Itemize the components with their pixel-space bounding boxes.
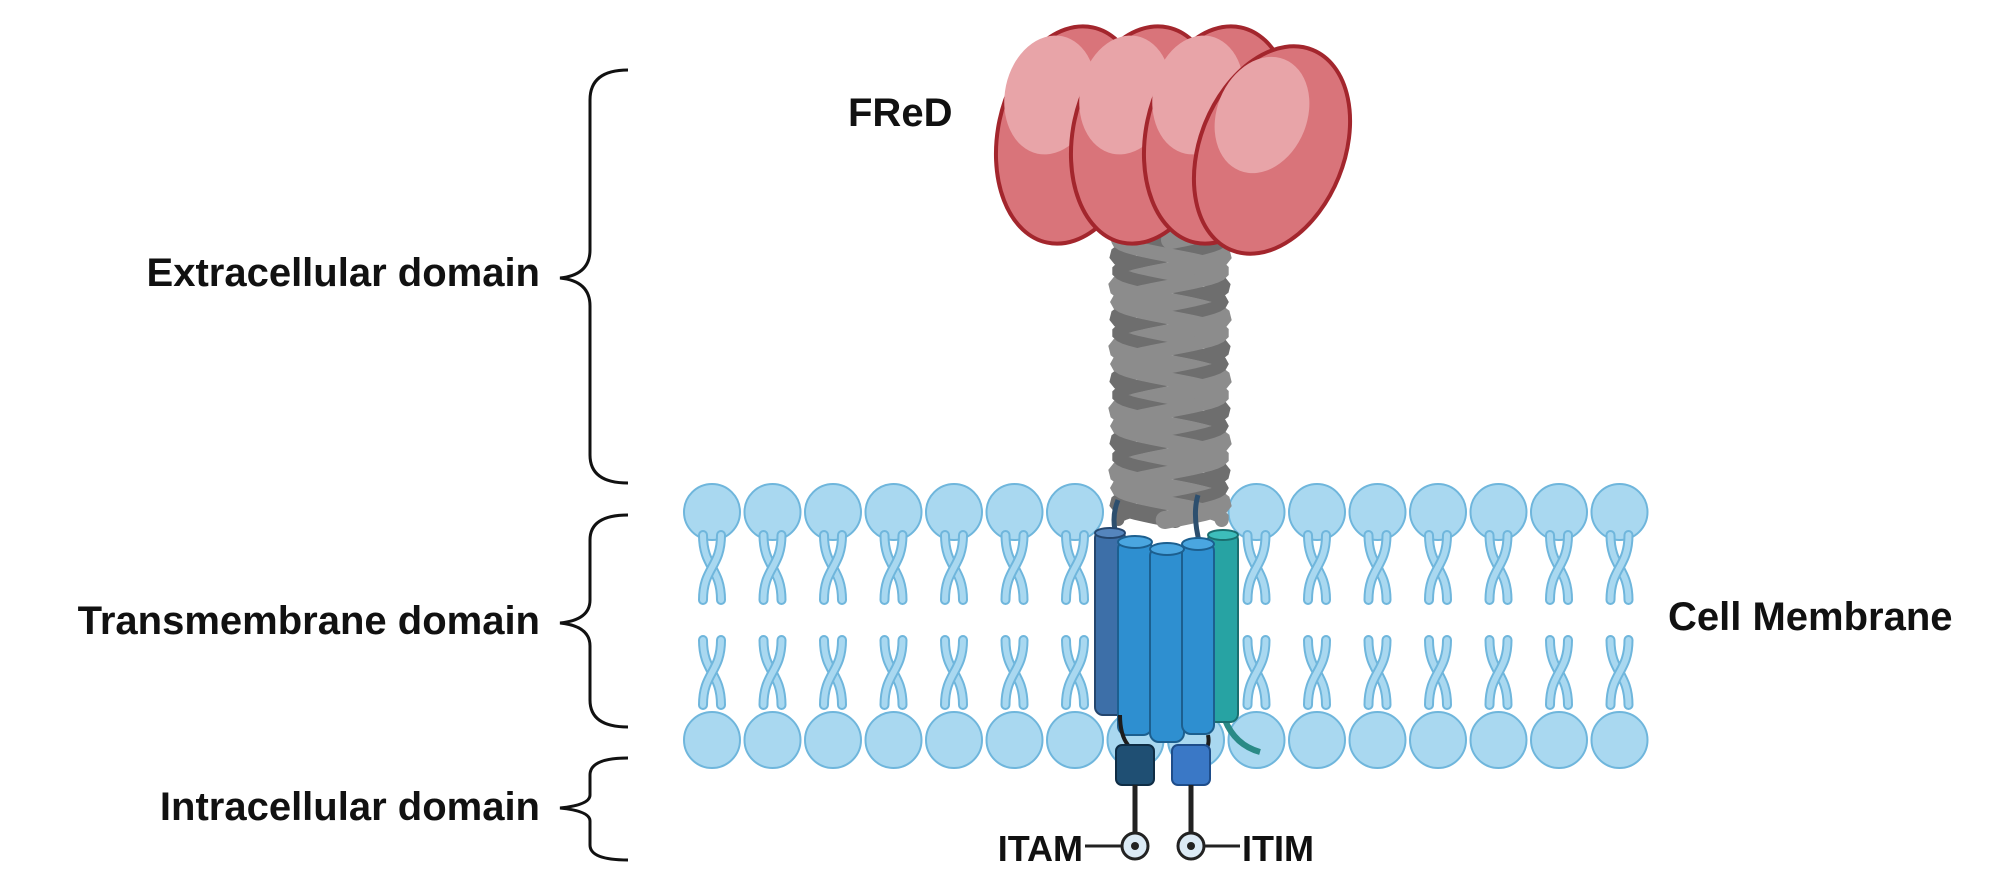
lipid-14 — [1469, 483, 1528, 769]
fred-domains — [993, 24, 1353, 256]
coiled-coil-helix — [1108, 231, 1232, 529]
fred-domain-4 — [1191, 44, 1353, 256]
cell-membrane-label: Cell Membrane — [1668, 595, 1953, 639]
itim-label: ITIM — [1242, 828, 1314, 869]
itam-label: ITAM — [998, 828, 1083, 869]
lipid-3 — [804, 483, 862, 769]
lipid-1 — [683, 483, 741, 769]
intracellular-domain-label: Intracellular domain — [160, 785, 540, 829]
lipid-7 — [1046, 483, 1104, 769]
transmembrane-brace — [559, 513, 629, 729]
lipid-11 — [1288, 483, 1346, 769]
lipid-13 — [1409, 483, 1467, 769]
lipid-10 — [1227, 483, 1286, 769]
extracellular-domain-label: Extracellular domain — [147, 251, 540, 295]
fred-label: FReD — [848, 91, 952, 135]
itam-motif — [1085, 744, 1155, 861]
lipid-5 — [925, 483, 983, 769]
lipid-12 — [1348, 483, 1407, 769]
intracellular-brace — [559, 756, 629, 862]
lipid-15 — [1530, 483, 1588, 769]
transmembrane-domain-label: Transmembrane domain — [78, 599, 540, 643]
lipid-2 — [743, 483, 802, 769]
itim-motif — [1171, 744, 1240, 861]
lipid-4 — [864, 483, 923, 769]
transmembrane-helix-bundle — [1094, 494, 1261, 755]
lipid-bilayer — [683, 483, 1649, 769]
lipid-16 — [1590, 483, 1649, 769]
extracellular-brace — [559, 68, 629, 485]
lipid-6 — [985, 483, 1044, 769]
